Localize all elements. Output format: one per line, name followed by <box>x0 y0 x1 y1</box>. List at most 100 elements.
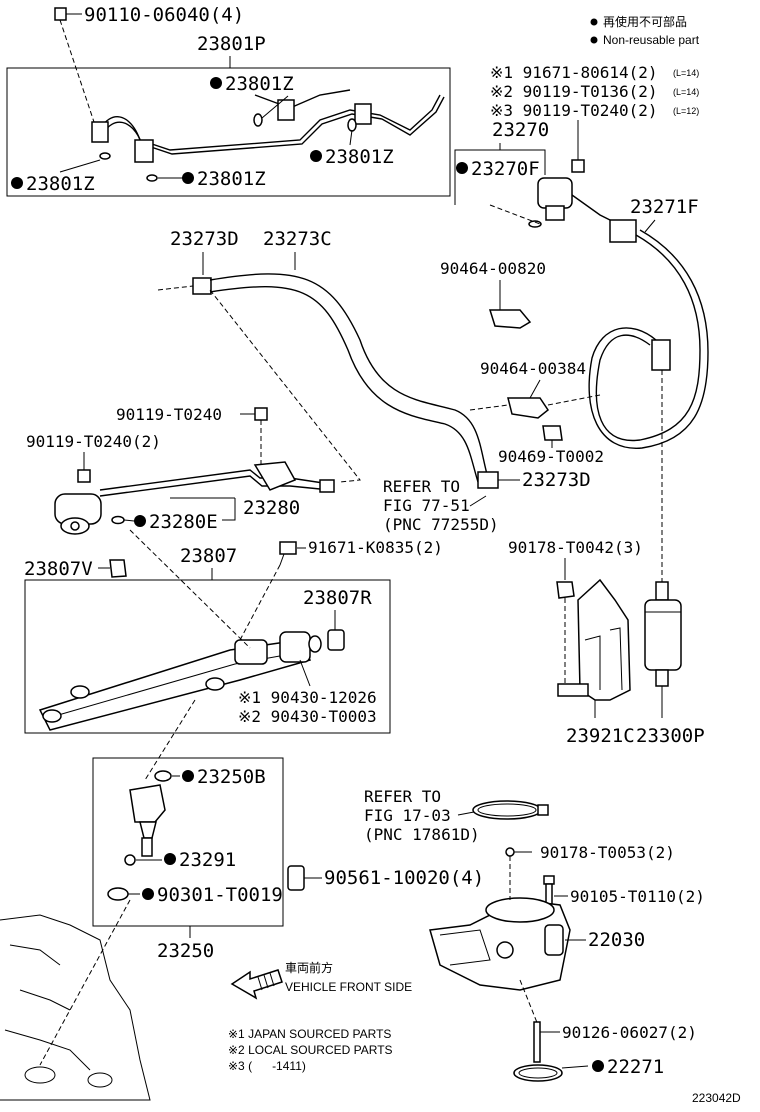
ref2-line2[interactable]: FIG 17-03 <box>364 806 451 825</box>
washer-icon <box>505 847 515 857</box>
label-23801Z-c[interactable]: 23801Z <box>26 173 95 195</box>
stud-90561-10020 <box>287 865 322 891</box>
legend-dot-icon <box>590 36 598 44</box>
note-90119-T0136: (L=14) <box>673 87 699 97</box>
label-23921C[interactable]: 23921C <box>566 725 635 747</box>
hose-clamp-icon <box>192 277 212 295</box>
ref2-line3[interactable]: (PNC 17861D) <box>364 825 480 844</box>
label-90430-T0003[interactable]: ※2 90430-T0003 <box>238 707 377 726</box>
filter-outlet <box>655 669 669 687</box>
label-23801Z-d[interactable]: 23801Z <box>197 168 266 190</box>
label-23807V[interactable]: 23807V <box>24 558 93 580</box>
label-23807R[interactable]: 23807R <box>303 587 372 609</box>
damper-assembly-23280 <box>54 461 335 535</box>
label-90561-10020[interactable]: 90561-10020(4) <box>324 867 484 889</box>
rail-mount <box>205 677 225 691</box>
damper-port <box>70 521 80 531</box>
label-90301-T0019[interactable]: 90301-T0019 <box>157 884 283 906</box>
pressure-regulator-23270 <box>489 177 621 228</box>
stud-shaft <box>533 1021 541 1063</box>
o-ring-icon <box>154 770 172 782</box>
injector-23250 <box>107 770 172 901</box>
label-90430-12026[interactable]: ※1 90430-12026 <box>238 688 377 707</box>
ref2-line1[interactable]: REFER TO <box>364 787 441 806</box>
hose-clip-90464-00384 <box>507 397 550 419</box>
regulator-body <box>537 177 573 209</box>
injector-nozzle <box>141 837 153 857</box>
tube-clip <box>134 139 154 163</box>
diagram-id: 223042D <box>692 1091 741 1105</box>
nut-icon <box>109 559 127 578</box>
rail-fitting <box>279 631 311 663</box>
o-ring-icon <box>347 118 357 132</box>
throttle-pulley <box>496 941 514 959</box>
label-90119-T0240[interactable]: 90119-T0240 <box>116 405 222 424</box>
fuel-hose-23273C <box>192 273 489 483</box>
label-23807[interactable]: 23807 <box>180 545 237 567</box>
non-reusable-dot-icon <box>182 172 194 184</box>
label-90119-T0136[interactable]: ※2 90119-T0136(2) <box>490 82 658 101</box>
label-90178-T0042[interactable]: 90178-T0042(3) <box>508 538 643 557</box>
rail-mount <box>42 709 62 723</box>
label-22030[interactable]: 22030 <box>588 929 645 951</box>
gasket-icon <box>308 635 322 653</box>
label-90126-06027[interactable]: 90126-06027(2) <box>562 1023 697 1042</box>
ref1-line2[interactable]: FIG 77-51 <box>383 496 470 515</box>
label-90105-T0110[interactable]: 90105-T0110(2) <box>570 887 705 906</box>
injector-head <box>129 784 166 823</box>
non-reusable-dot-icon <box>164 853 176 865</box>
label-90464-00820[interactable]: 90464-00820 <box>440 259 546 278</box>
direction-en: VEHICLE FRONT SIDE <box>285 980 412 994</box>
label-90464-00384[interactable]: 90464-00384 <box>480 359 586 378</box>
note-91671-80614: (L=14) <box>673 68 699 78</box>
hose-clamp-icon <box>477 471 499 489</box>
label-23250[interactable]: 23250 <box>157 940 214 962</box>
clamp-screw <box>537 804 549 816</box>
label-91671-K0835[interactable]: 91671-K0835(2) <box>308 538 443 557</box>
label-23291[interactable]: 23291 <box>179 849 236 871</box>
label-90110-06040[interactable]: 90110-06040(4) <box>84 4 244 26</box>
label-90119-T0240-2[interactable]: 90119-T0240(2) <box>26 432 161 451</box>
label-23300P[interactable]: 23300P <box>636 725 705 747</box>
box-23801P <box>6 67 451 197</box>
non-reusable-dot-icon <box>142 888 154 900</box>
label-90119-T0240-3[interactable]: ※3 90119-T0240(2) <box>490 101 658 120</box>
label-23270[interactable]: 23270 <box>492 119 549 141</box>
label-23271F[interactable]: 23271F <box>630 196 699 218</box>
label-23270F[interactable]: 23270F <box>471 158 540 180</box>
ref1-line1[interactable]: REFER TO <box>383 477 460 496</box>
label-22271[interactable]: 22271 <box>607 1056 664 1078</box>
label-90178-T0053[interactable]: 90178-T0053(2) <box>540 843 675 862</box>
label-23273D-b[interactable]: 23273D <box>522 469 591 491</box>
throttle-body-22030 <box>429 897 571 991</box>
nut-icon <box>556 581 575 599</box>
label-23801Z-a[interactable]: 23801Z <box>225 73 294 95</box>
label-23801Z-b[interactable]: 23801Z <box>325 146 394 168</box>
label-23273C[interactable]: 23273C <box>263 228 332 250</box>
legend-jp: 再使用不可部品 <box>603 14 687 29</box>
legend-en: Non-reusable part <box>603 33 700 47</box>
label-90469-T0002[interactable]: 90469-T0002 <box>498 447 604 466</box>
ref1-line3[interactable]: (PNC 77255D) <box>383 515 499 534</box>
fuel-filter-23300P <box>644 370 682 687</box>
fuel-hose-23271F <box>588 219 709 449</box>
label-23273D-a[interactable]: 23273D <box>170 228 239 250</box>
tube-bracket <box>253 461 297 491</box>
note-3: ※3 ( -1411) <box>228 1059 306 1073</box>
label-23280E[interactable]: 23280E <box>149 511 218 533</box>
non-reusable-dot-icon <box>210 77 222 89</box>
filter-body <box>644 599 682 671</box>
fuel-rail-23807 <box>38 629 345 731</box>
label-23250B[interactable]: 23250B <box>197 766 266 788</box>
non-reusable-dot-icon <box>592 1060 604 1072</box>
hose-clip-90469-T0002 <box>542 425 563 441</box>
filter-inlet <box>655 581 669 601</box>
non-reusable-dot-icon <box>182 770 194 782</box>
non-reusable-dot-icon <box>310 150 322 162</box>
tube-clip <box>354 103 372 125</box>
label-23801P[interactable]: 23801P <box>197 33 266 55</box>
label-91671-80614[interactable]: ※1 91671-80614(2) <box>490 63 658 82</box>
bolt-head <box>543 875 555 885</box>
label-23280[interactable]: 23280 <box>243 497 300 519</box>
